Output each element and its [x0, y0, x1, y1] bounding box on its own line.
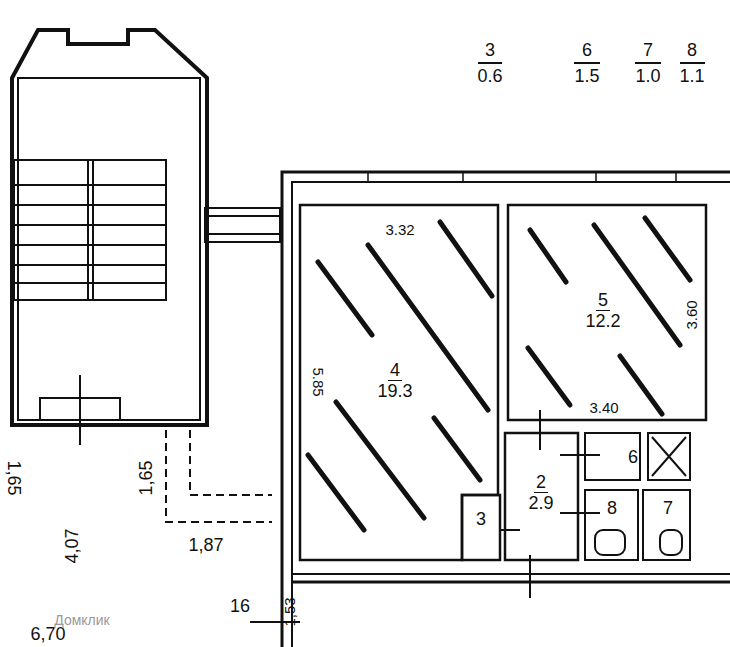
room-number: 3: [474, 509, 488, 529]
watermark: Домклик: [54, 610, 109, 630]
dimension-label: 1,65: [136, 460, 156, 495]
room: 419.3: [330, 340, 460, 420]
dimension-label: 7: [643, 40, 653, 60]
dimension-label: 1,87: [188, 535, 223, 555]
dimension-label: 1.0: [635, 66, 660, 86]
room: 7: [648, 494, 688, 522]
dimension-label: 1,65: [4, 460, 24, 495]
dimension-label: 1,53: [280, 597, 300, 626]
room-area: 2.9: [526, 493, 555, 513]
dimension-label: 3.60: [682, 300, 702, 329]
room-number: 4: [388, 360, 402, 381]
dimension-label: 3: [485, 40, 495, 60]
dimension-label: 3.32: [385, 220, 414, 240]
room-number: 8: [605, 498, 619, 518]
room-number: 2: [534, 472, 548, 493]
room-area: 19.3: [375, 381, 414, 401]
dimension-label: 0.6: [477, 66, 502, 86]
dimension-label: 3.40: [589, 398, 618, 418]
room: 8: [592, 494, 632, 522]
room-number: 6: [626, 447, 640, 467]
dimension-label: 1.5: [574, 66, 599, 86]
dimension-label: 16: [230, 596, 250, 616]
room: 512.2: [548, 270, 658, 350]
room-number: 5: [596, 290, 610, 311]
room: 22.9: [510, 465, 572, 520]
dimension-label: 8: [687, 40, 697, 60]
dimension-label: 5.85: [308, 367, 328, 396]
room-number: 7: [661, 498, 675, 518]
dimension-label: 6: [582, 40, 592, 60]
dimension-label: 4,07: [62, 528, 82, 563]
dimension-label: 1.1: [679, 66, 704, 86]
room-area: 12.2: [583, 311, 622, 331]
room: 6: [618, 443, 648, 471]
room: 3: [464, 505, 498, 533]
